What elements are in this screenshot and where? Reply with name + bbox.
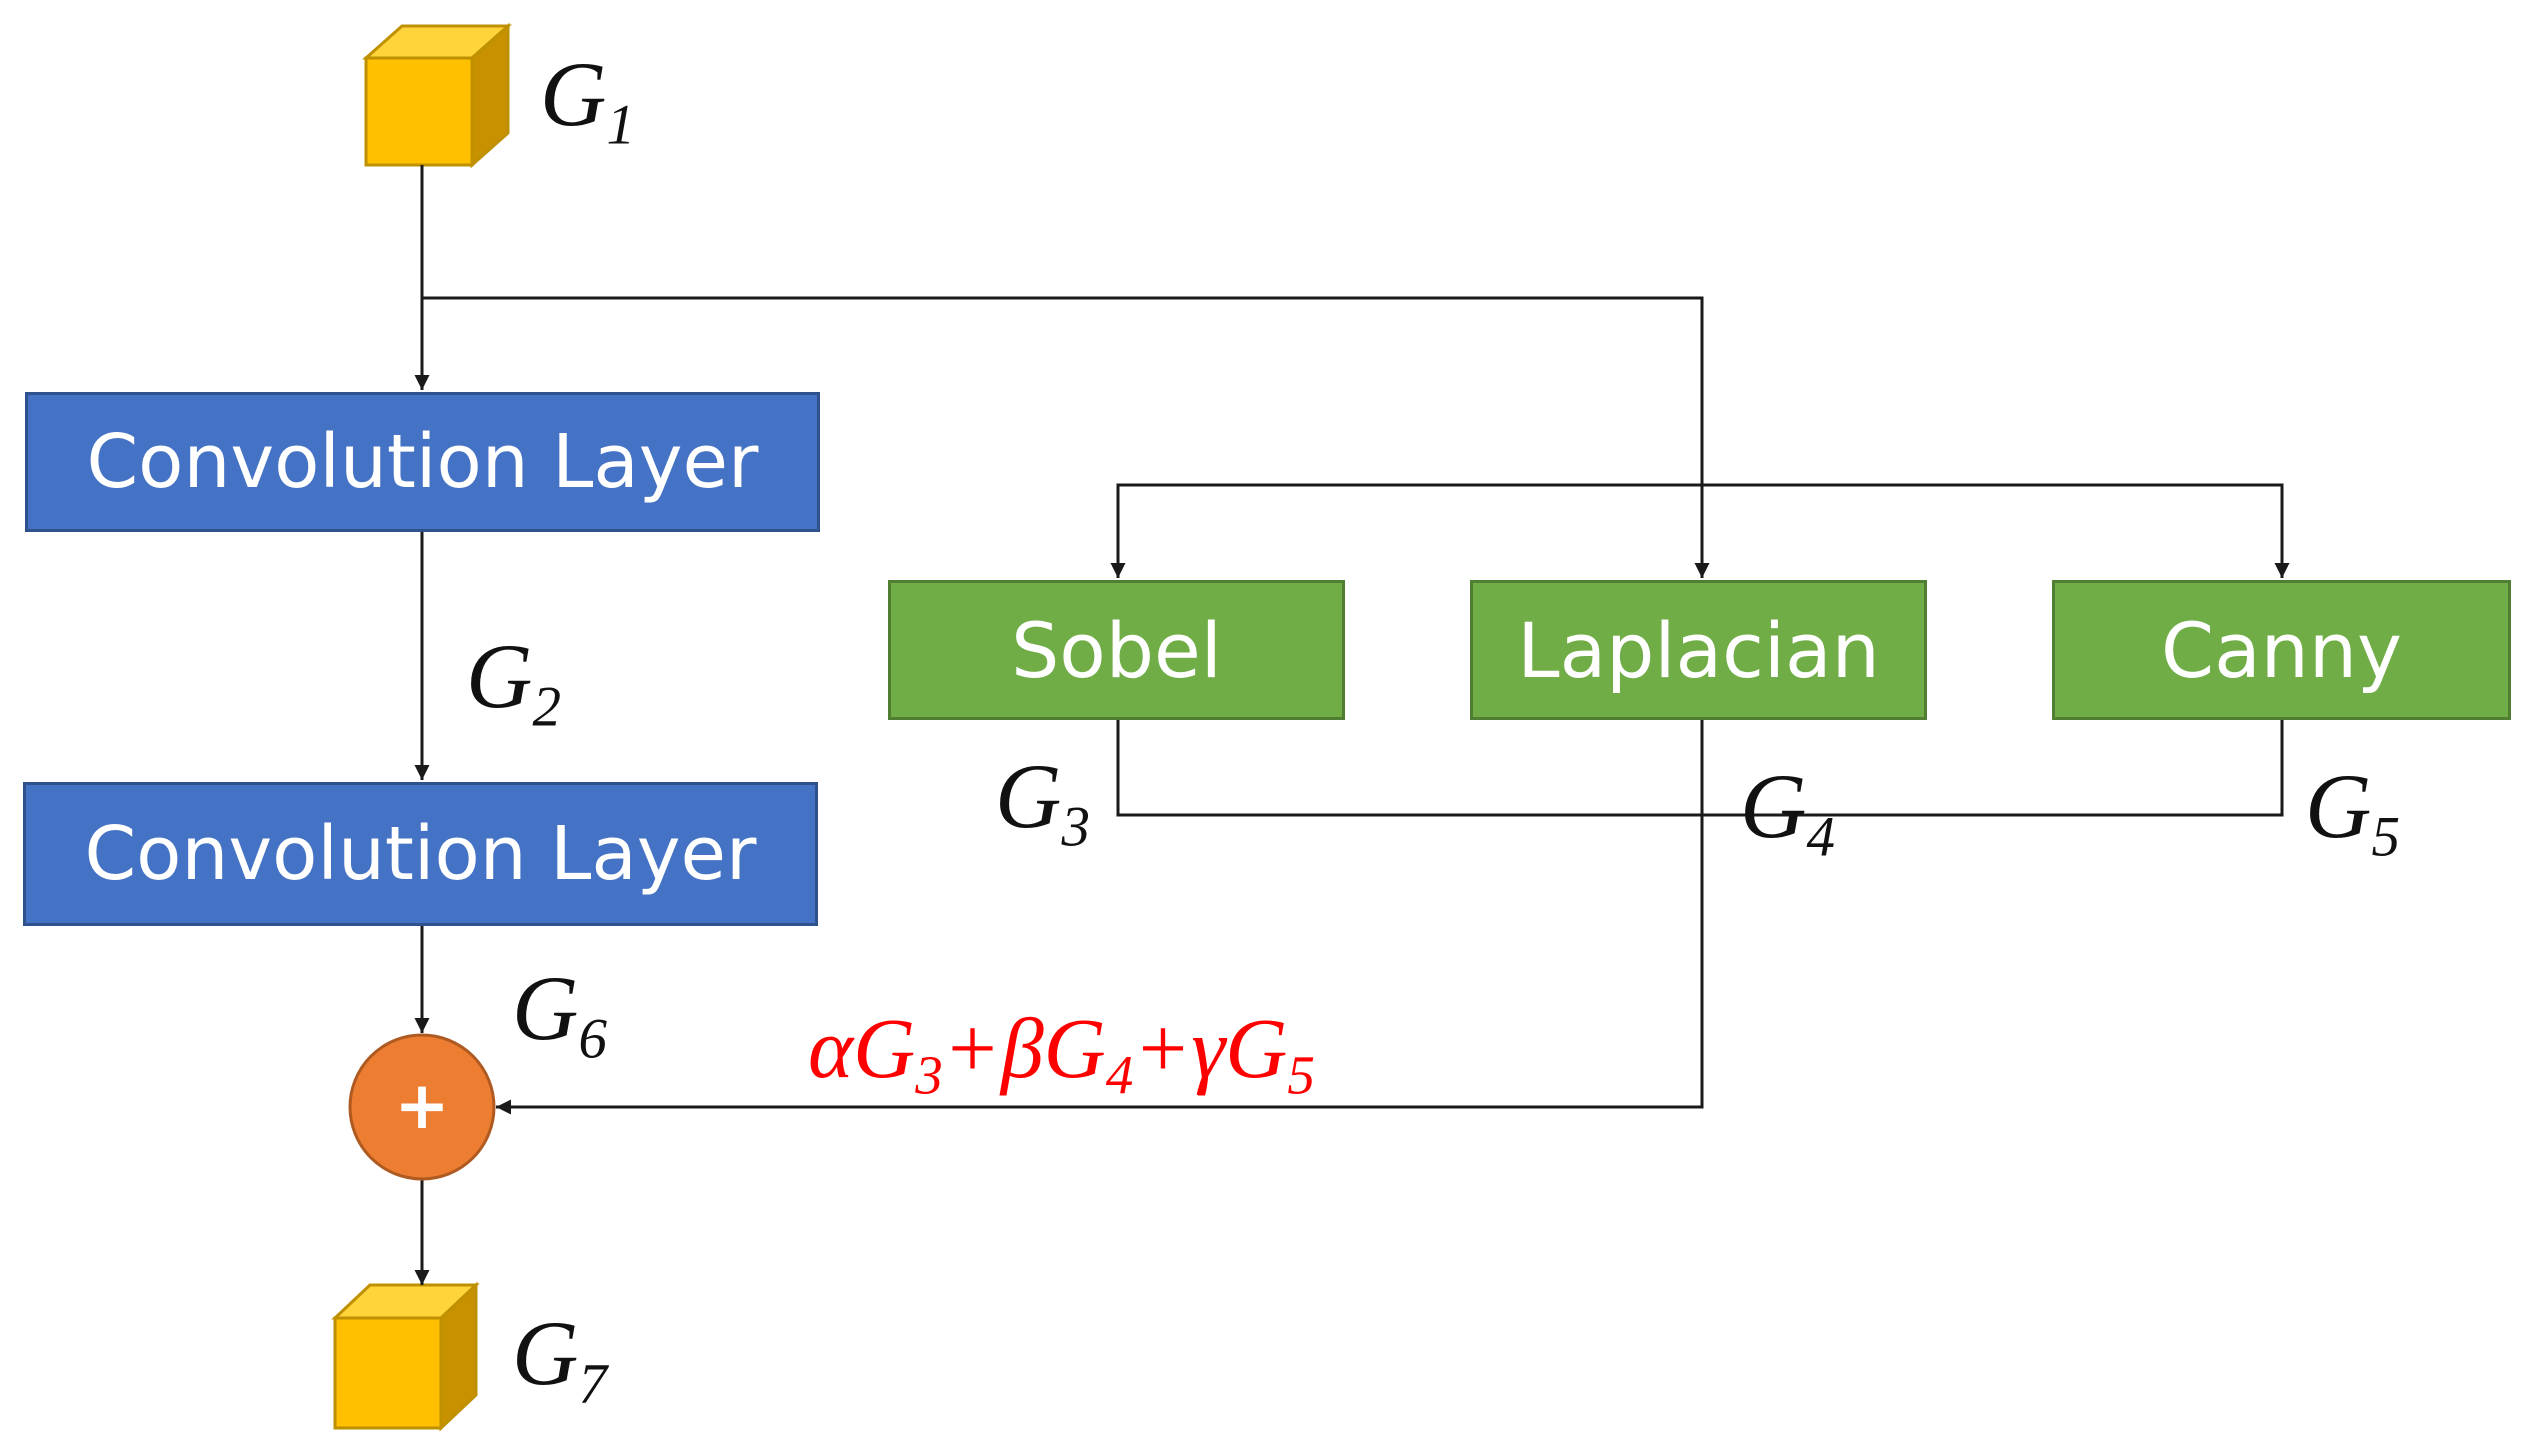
label-g3: G3	[995, 745, 1090, 859]
edge-merge-to-add	[496, 720, 1704, 1115]
fusion-formula: αG3+βG4+γG5	[808, 1000, 1315, 1106]
label-g2: G2	[466, 625, 561, 739]
conv-layer-1: Convolution Layer	[25, 392, 820, 532]
label-g4: G4	[1740, 755, 1835, 869]
canny-block: Canny	[2052, 580, 2511, 720]
add-node-circle	[348, 1033, 496, 1181]
input-cube-icon	[362, 22, 512, 169]
plus-circle-icon: +	[394, 1067, 450, 1144]
output-cube-icon	[331, 1281, 480, 1432]
edge-to-canny	[1702, 483, 2290, 578]
label-g7: G7	[512, 1302, 607, 1416]
edge-merge-sobel	[1116, 720, 1702, 817]
label-g6: G6	[512, 957, 607, 1071]
edge-to-sobel	[1110, 483, 1702, 578]
laplacian-block: Laplacian	[1470, 580, 1927, 720]
label-g5: G5	[2305, 755, 2400, 869]
edge-merge-canny	[1702, 720, 2284, 817]
conv-layer-2: Convolution Layer	[23, 782, 818, 926]
sobel-block: Sobel	[888, 580, 1345, 720]
label-g1: G1	[540, 43, 635, 157]
